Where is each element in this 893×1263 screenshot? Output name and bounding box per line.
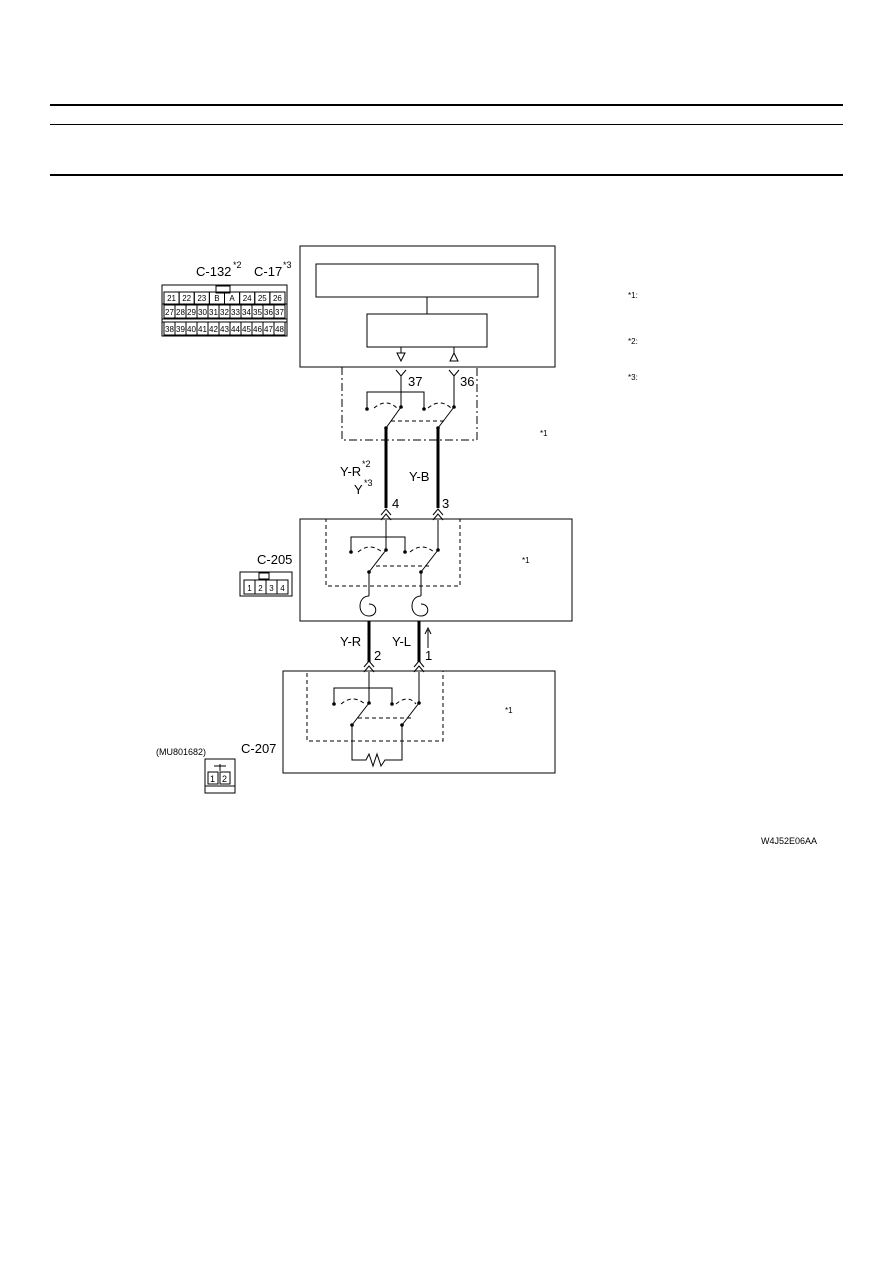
pin-4-label: 4 <box>392 496 399 511</box>
pin-cell <box>269 291 286 305</box>
connector-c17-note: *3 <box>283 260 292 270</box>
connector-c207-part: (MU801682) <box>156 747 206 757</box>
pin-number: 22 <box>182 294 191 303</box>
section-rule <box>50 174 843 176</box>
pin-number: 48 <box>275 325 284 334</box>
pin-number: 31 <box>209 308 218 317</box>
connector-c132-note: *2 <box>233 260 242 270</box>
harness-boundary-1 <box>341 367 478 441</box>
pin-number: 33 <box>231 308 240 317</box>
pin-number: 21 <box>167 294 176 303</box>
pin-37-label: 37 <box>408 374 422 389</box>
pin-number: 42 <box>209 325 218 334</box>
switch-group-3 <box>332 672 421 768</box>
switch-group-2 <box>349 520 440 617</box>
junction-box-c205 <box>299 518 573 622</box>
connector-c205-label: C-205 <box>257 552 292 567</box>
note-1-marker-a: *1 <box>540 429 548 438</box>
pin-cell <box>276 579 289 595</box>
wire-y-note: *3 <box>364 478 373 488</box>
pin-number: 26 <box>273 294 282 303</box>
pin-3-label: 3 <box>442 496 449 511</box>
wire-y-label: Y <box>354 482 363 497</box>
control-unit-box <box>299 245 556 368</box>
pin-number: 28 <box>176 308 185 317</box>
pin-number: 37 <box>275 308 284 317</box>
pin-number: 30 <box>198 308 207 317</box>
legend-note-1: *1: <box>628 291 638 300</box>
pin-number: 43 <box>220 325 229 334</box>
note-1-marker-c: *1 <box>505 706 513 715</box>
pin-1-label: 1 <box>425 648 432 663</box>
c207-pin-1: 1 <box>210 774 215 784</box>
wire-y-b-label: Y-B <box>409 469 429 484</box>
pin-number: 23 <box>197 294 206 303</box>
pin-number: 47 <box>264 325 273 334</box>
wire-y-r-lower-label: Y-R <box>340 634 361 649</box>
connector-c132-label: C-132 <box>196 264 231 279</box>
pin-cell <box>273 304 286 319</box>
pin-number: B <box>214 294 219 303</box>
pin-number: A <box>229 294 235 303</box>
connector-c17-label: C-17 <box>254 264 282 279</box>
wire-y-r-note: *2 <box>362 459 371 469</box>
pin-2-label: 2 <box>374 648 381 663</box>
pin-number: 1 <box>247 584 252 593</box>
pin-number: 36 <box>264 308 273 317</box>
pin-number: 32 <box>220 308 229 317</box>
switch-group-1 <box>365 376 456 430</box>
legend-note-3: *3: <box>628 373 638 382</box>
pin-number: 34 <box>242 308 251 317</box>
connector-face-c207: 1 2 <box>204 758 236 794</box>
diagram-code: W4J52E06AA <box>761 836 817 846</box>
legend-note-2: *2: <box>628 337 638 346</box>
pin-36-label: 36 <box>460 374 474 389</box>
pin-cell <box>273 321 286 336</box>
wire-y-l-lower-label: Y-L <box>392 634 411 649</box>
header-rule <box>50 124 843 125</box>
pin-number: 2 <box>258 584 263 593</box>
pin-number: 35 <box>253 308 262 317</box>
pin-row-1: 21 22 23 B A 24 25 26 <box>163 291 286 305</box>
pin-number: 46 <box>253 325 262 334</box>
pin-number: 27 <box>165 308 174 317</box>
inner-dashed-c205 <box>325 518 461 587</box>
pin-number: 44 <box>231 325 240 334</box>
note-1-marker-b: *1 <box>522 556 530 565</box>
pin-number: 3 <box>269 584 274 593</box>
pin-number: 40 <box>187 325 196 334</box>
pin-number: 38 <box>165 325 174 334</box>
pin-number: 24 <box>243 294 252 303</box>
pin-number: 25 <box>258 294 267 303</box>
connector-c207-label: C-207 <box>241 741 276 756</box>
wire-y-r-label: Y-R <box>340 464 361 479</box>
top-rule <box>50 104 843 106</box>
resistor <box>351 725 403 768</box>
pin-number: 29 <box>187 308 196 317</box>
pin-number: 41 <box>198 325 207 334</box>
pin-number: 39 <box>176 325 185 334</box>
c207-pin-2: 2 <box>222 774 227 784</box>
inner-dashed-c207 <box>306 670 444 742</box>
pin-number: 45 <box>242 325 251 334</box>
pin-number: 4 <box>280 584 285 593</box>
